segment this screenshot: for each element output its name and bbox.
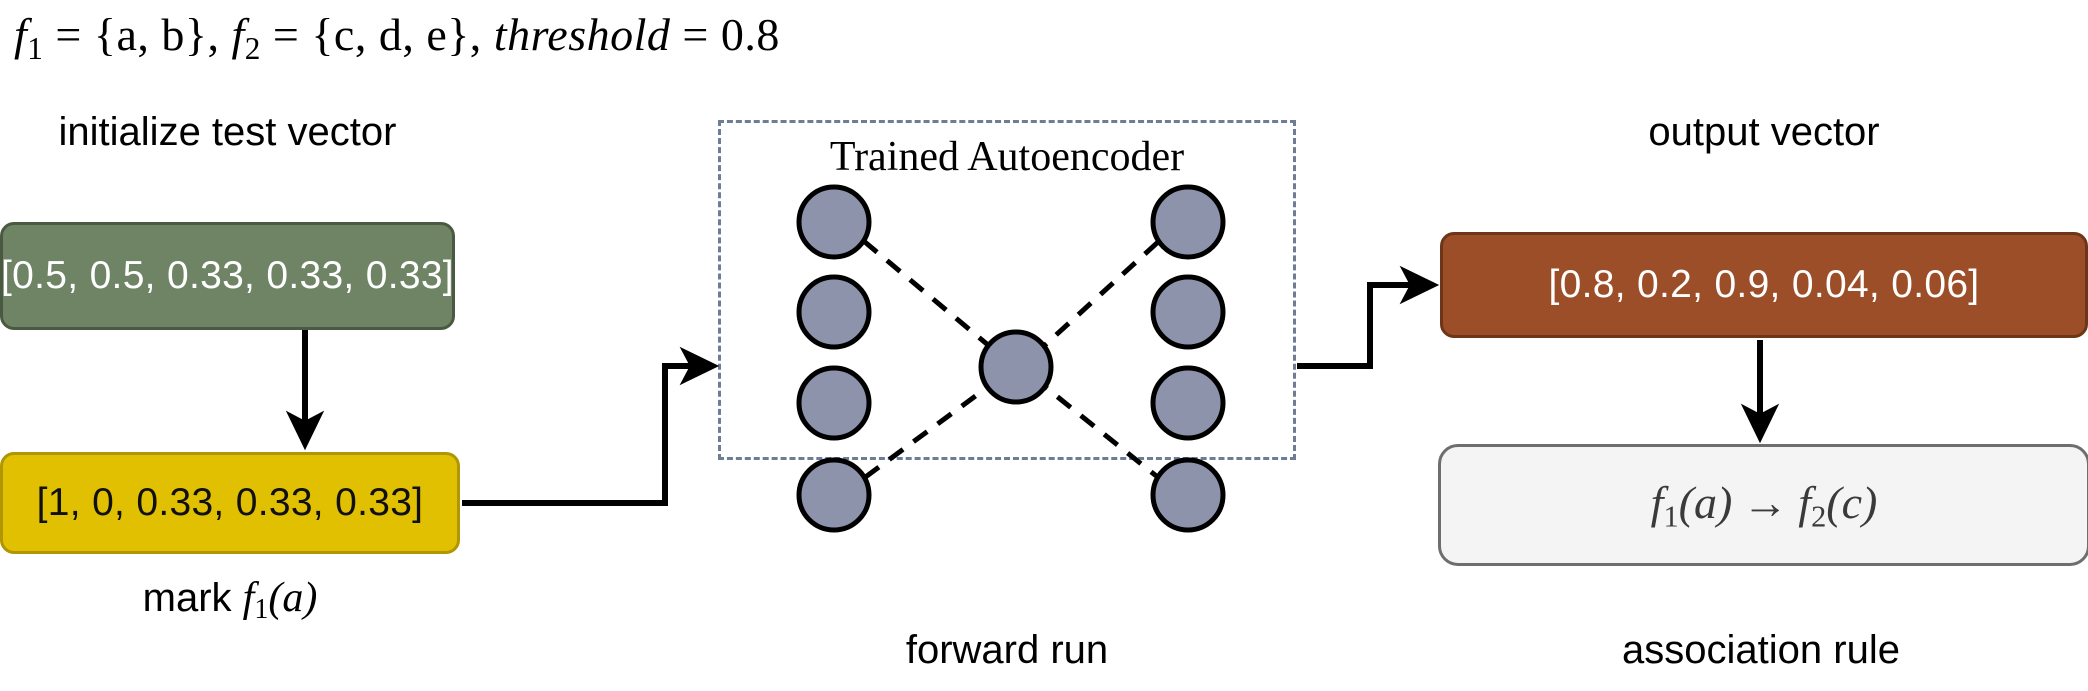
rule-rhs-f: f	[1798, 476, 1812, 528]
label-mark-f1a: mark f1(a)	[0, 574, 460, 626]
test-vector-value: [0.5, 0.5, 0.33, 0.33, 0.33]	[1, 254, 454, 297]
formula-f2: f	[231, 9, 245, 60]
label-association-rule: association rule	[1622, 628, 1900, 672]
label-initialize-test-vector: initialize test vector	[58, 110, 397, 154]
rule-rhs-subscript: 2	[1811, 499, 1827, 534]
implies-arrow-icon: →	[1742, 476, 1789, 528]
label-output-vector: output vector	[1648, 110, 1880, 154]
formula-threshold-word: threshold	[493, 9, 671, 60]
label-mark-f: f	[242, 575, 255, 621]
rule-rhs-argument: (c)	[1826, 476, 1878, 528]
marked-vector-value: [1, 0, 0.33, 0.33, 0.33]	[36, 481, 424, 524]
formula-f2-subscript: 2	[244, 30, 261, 66]
output-vector-value: [0.8, 0.2, 0.9, 0.04, 0.06]	[1548, 263, 1980, 306]
association-rule-box[interactable]: f1(a)→f2(c)	[1438, 444, 2088, 566]
rule-lhs-subscript: 1	[1663, 499, 1679, 534]
output-vector-box[interactable]: [0.8, 0.2, 0.9, 0.04, 0.06]	[1440, 232, 2088, 338]
marked-vector-box[interactable]: [1, 0, 0.33, 0.33, 0.33]	[0, 452, 460, 554]
association-rule-expression: f1(a)→f2(c)	[1651, 476, 1878, 535]
label-autoencoder-title: Trained Autoencoder	[829, 134, 1185, 180]
rule-lhs-f: f	[1650, 476, 1664, 528]
arrow-marked-to-autoencoder	[462, 346, 720, 506]
formula-header: f1 = {a, b}, f2 = {c, d, e}, threshold =…	[14, 8, 780, 67]
formula-f1: f	[14, 9, 28, 60]
test-vector-box[interactable]: [0.5, 0.5, 0.33, 0.33, 0.33]	[0, 222, 455, 330]
output-node-4	[1150, 457, 1226, 533]
formula-f2-set: = {c, d, e},	[260, 9, 482, 60]
label-mark-prefix: mark	[142, 576, 243, 620]
formula-threshold-value: = 0.8	[670, 9, 780, 60]
rule-lhs-argument: (a)	[1678, 476, 1733, 528]
label-mark-argument: (a)	[268, 575, 318, 621]
input-node-4	[796, 457, 872, 533]
autoencoder-container	[718, 120, 1296, 460]
formula-f1-set: = {a, b},	[43, 9, 220, 60]
label-forward-run: forward run	[905, 628, 1109, 672]
formula-f1-subscript: 1	[27, 30, 44, 66]
label-mark-subscript: 1	[254, 594, 269, 625]
arrow-autoencoder-to-output	[1297, 265, 1440, 369]
